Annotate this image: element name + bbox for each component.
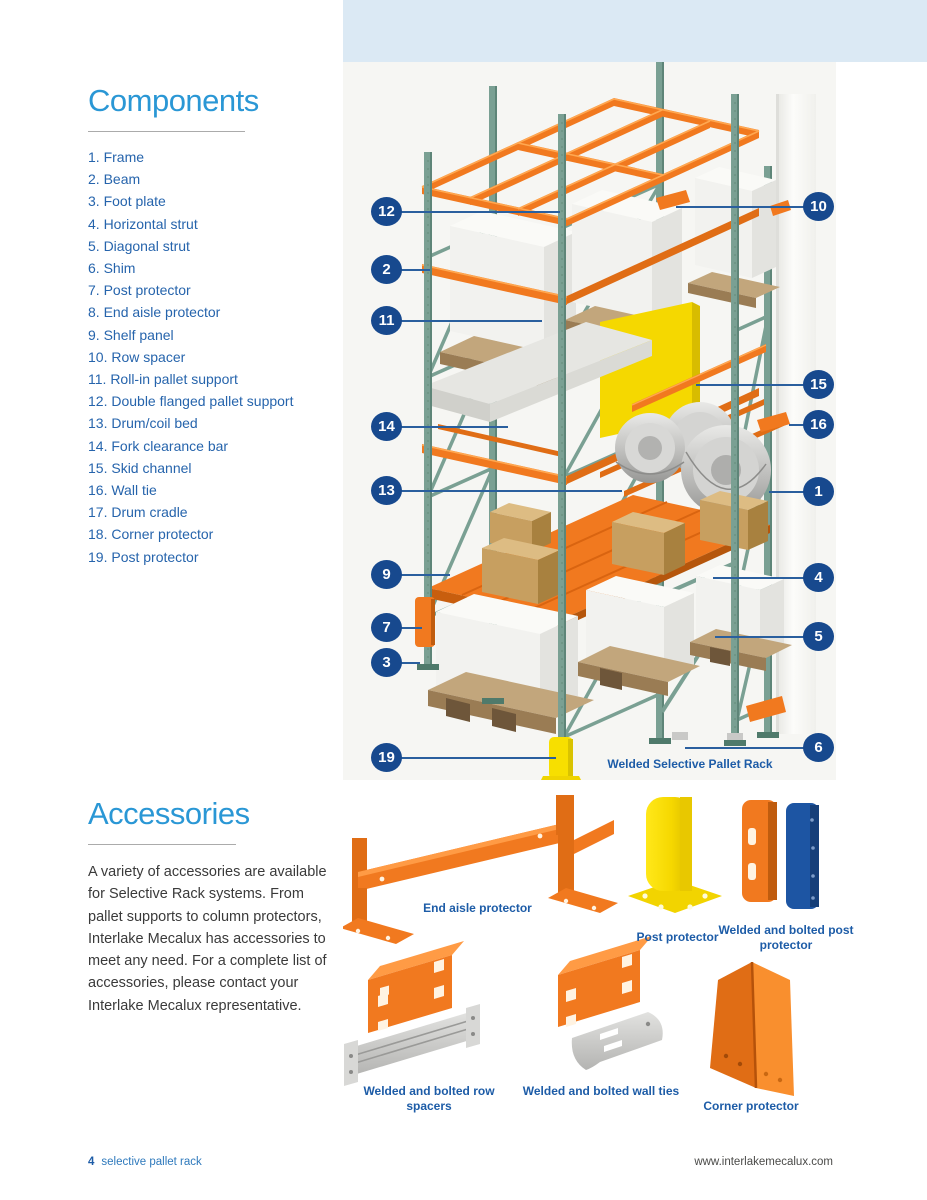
callout-3: 3 (371, 648, 402, 677)
leader-line (399, 757, 556, 759)
accessories-rule (88, 844, 236, 845)
callout-13: 13 (371, 476, 402, 505)
row-spacers-illustration (344, 941, 480, 1086)
base-orange-wedge (746, 696, 786, 722)
leader-line (696, 384, 804, 386)
accessories-paragraph: A variety of accessories are available f… (88, 864, 327, 1014)
leader-line (399, 269, 430, 271)
footer-page-info: 4 selective pallet rack (88, 1156, 202, 1168)
component-list-item: 16. Wall tie (88, 482, 157, 499)
component-list-item: 3. Foot plate (88, 193, 166, 210)
accessories-title: Accessories (88, 796, 250, 831)
component-list-item: 8. End aisle protector (88, 304, 221, 321)
leader-line (789, 424, 804, 426)
callout-5: 5 (803, 622, 834, 651)
callout-15: 15 (803, 370, 834, 399)
label-end-aisle-protector: End aisle protector (423, 901, 532, 915)
leader-line (769, 491, 804, 493)
component-list-item: 18. Corner protector (88, 526, 214, 543)
label-post-protector: Post protector (636, 930, 719, 944)
component-list-item: 10. Row spacer (88, 348, 186, 365)
callout-4: 4 (803, 563, 834, 592)
components-list: 1. Frame 2. Beam 3. Foot plate 4. Horizonta… (88, 146, 293, 568)
accessories-illustrations (343, 795, 819, 1096)
page-label: selective pallet rack (101, 1156, 202, 1168)
component-list-item: 19. Post protector (88, 548, 199, 565)
callout-2: 2 (371, 255, 402, 284)
leader-line (676, 206, 804, 208)
floor-pallets (428, 629, 792, 734)
leader-line (399, 211, 560, 213)
components-title: Components (88, 83, 259, 118)
leader-line (713, 577, 804, 579)
callout-6: 6 (803, 733, 834, 762)
corner-protector-illustration (710, 961, 794, 1096)
leader-line (715, 636, 804, 638)
foot-plates (417, 664, 779, 746)
callout-10: 10 (803, 192, 834, 221)
components-rule (88, 131, 245, 132)
component-list-item: 11. Roll-in pallet support (88, 371, 238, 388)
pallet-rack-illustration (415, 62, 816, 780)
label-welded-bolted-row-spacers: Welded and bolted row spacers (363, 1084, 495, 1113)
callout-12: 12 (371, 197, 402, 226)
leader-line (399, 320, 542, 322)
page-number: 4 (88, 1156, 95, 1168)
leader-line (399, 662, 420, 664)
leader-line (685, 747, 804, 749)
callout-14: 14 (371, 412, 402, 441)
callout-7: 7 (371, 613, 402, 642)
end-aisle-protector-illustration (343, 795, 618, 944)
wall-tie (757, 412, 790, 432)
component-list-item: 2. Beam (88, 171, 141, 188)
callout-9: 9 (371, 560, 402, 589)
label-welded-bolted-wall-ties: Welded and bolted wall ties (522, 1084, 680, 1098)
diagram-caption: Welded Selective Pallet Rack (607, 757, 773, 771)
brown-boxes (482, 491, 768, 604)
yellow-post-protector-illustration (628, 797, 722, 913)
component-list-item: 17. Drum cradle (88, 504, 188, 521)
label-welded-bolted-post-protector: Welded and bolted post protector (718, 923, 854, 952)
component-list-item: 13. Drum/coil bed (88, 415, 198, 432)
yellow-post-protector (541, 737, 581, 780)
component-list-item: 9. Shelf panel (88, 326, 174, 343)
welded-bolted-post-protector-illustration (742, 800, 819, 909)
wall-ties-illustration (558, 936, 663, 1070)
gray-slab (424, 322, 652, 422)
component-list-item: 6. Shim (88, 260, 136, 277)
label-corner-protector: Corner protector (703, 1099, 799, 1113)
component-list-item: 7. Post protector (88, 282, 191, 299)
component-list-item: 1. Frame (88, 149, 145, 165)
component-list-item: 5. Diagonal strut (88, 237, 190, 254)
top-band (343, 0, 927, 62)
orange-post-protector (415, 597, 435, 647)
component-list-item: 15. Skid channel (88, 459, 192, 476)
leader-line (399, 574, 450, 576)
second-level-beam (421, 208, 759, 305)
footer-website: www.interlakemecalux.com (694, 1156, 833, 1168)
callout-19: 19 (371, 743, 402, 772)
callout-16: 16 (803, 410, 834, 439)
drums (615, 402, 771, 515)
row-spacers (656, 190, 791, 216)
callout-11: 11 (371, 306, 402, 335)
component-list-item: 14. Fork clearance bar (88, 437, 229, 454)
component-list-item: 12. Double flanged pallet support (88, 393, 294, 410)
leader-line (399, 627, 422, 629)
shims (672, 732, 743, 740)
component-list-item: 4. Horizontal strut (88, 215, 198, 232)
leader-line (399, 426, 508, 428)
callout-1: 1 (803, 477, 834, 506)
leader-line (399, 490, 622, 492)
